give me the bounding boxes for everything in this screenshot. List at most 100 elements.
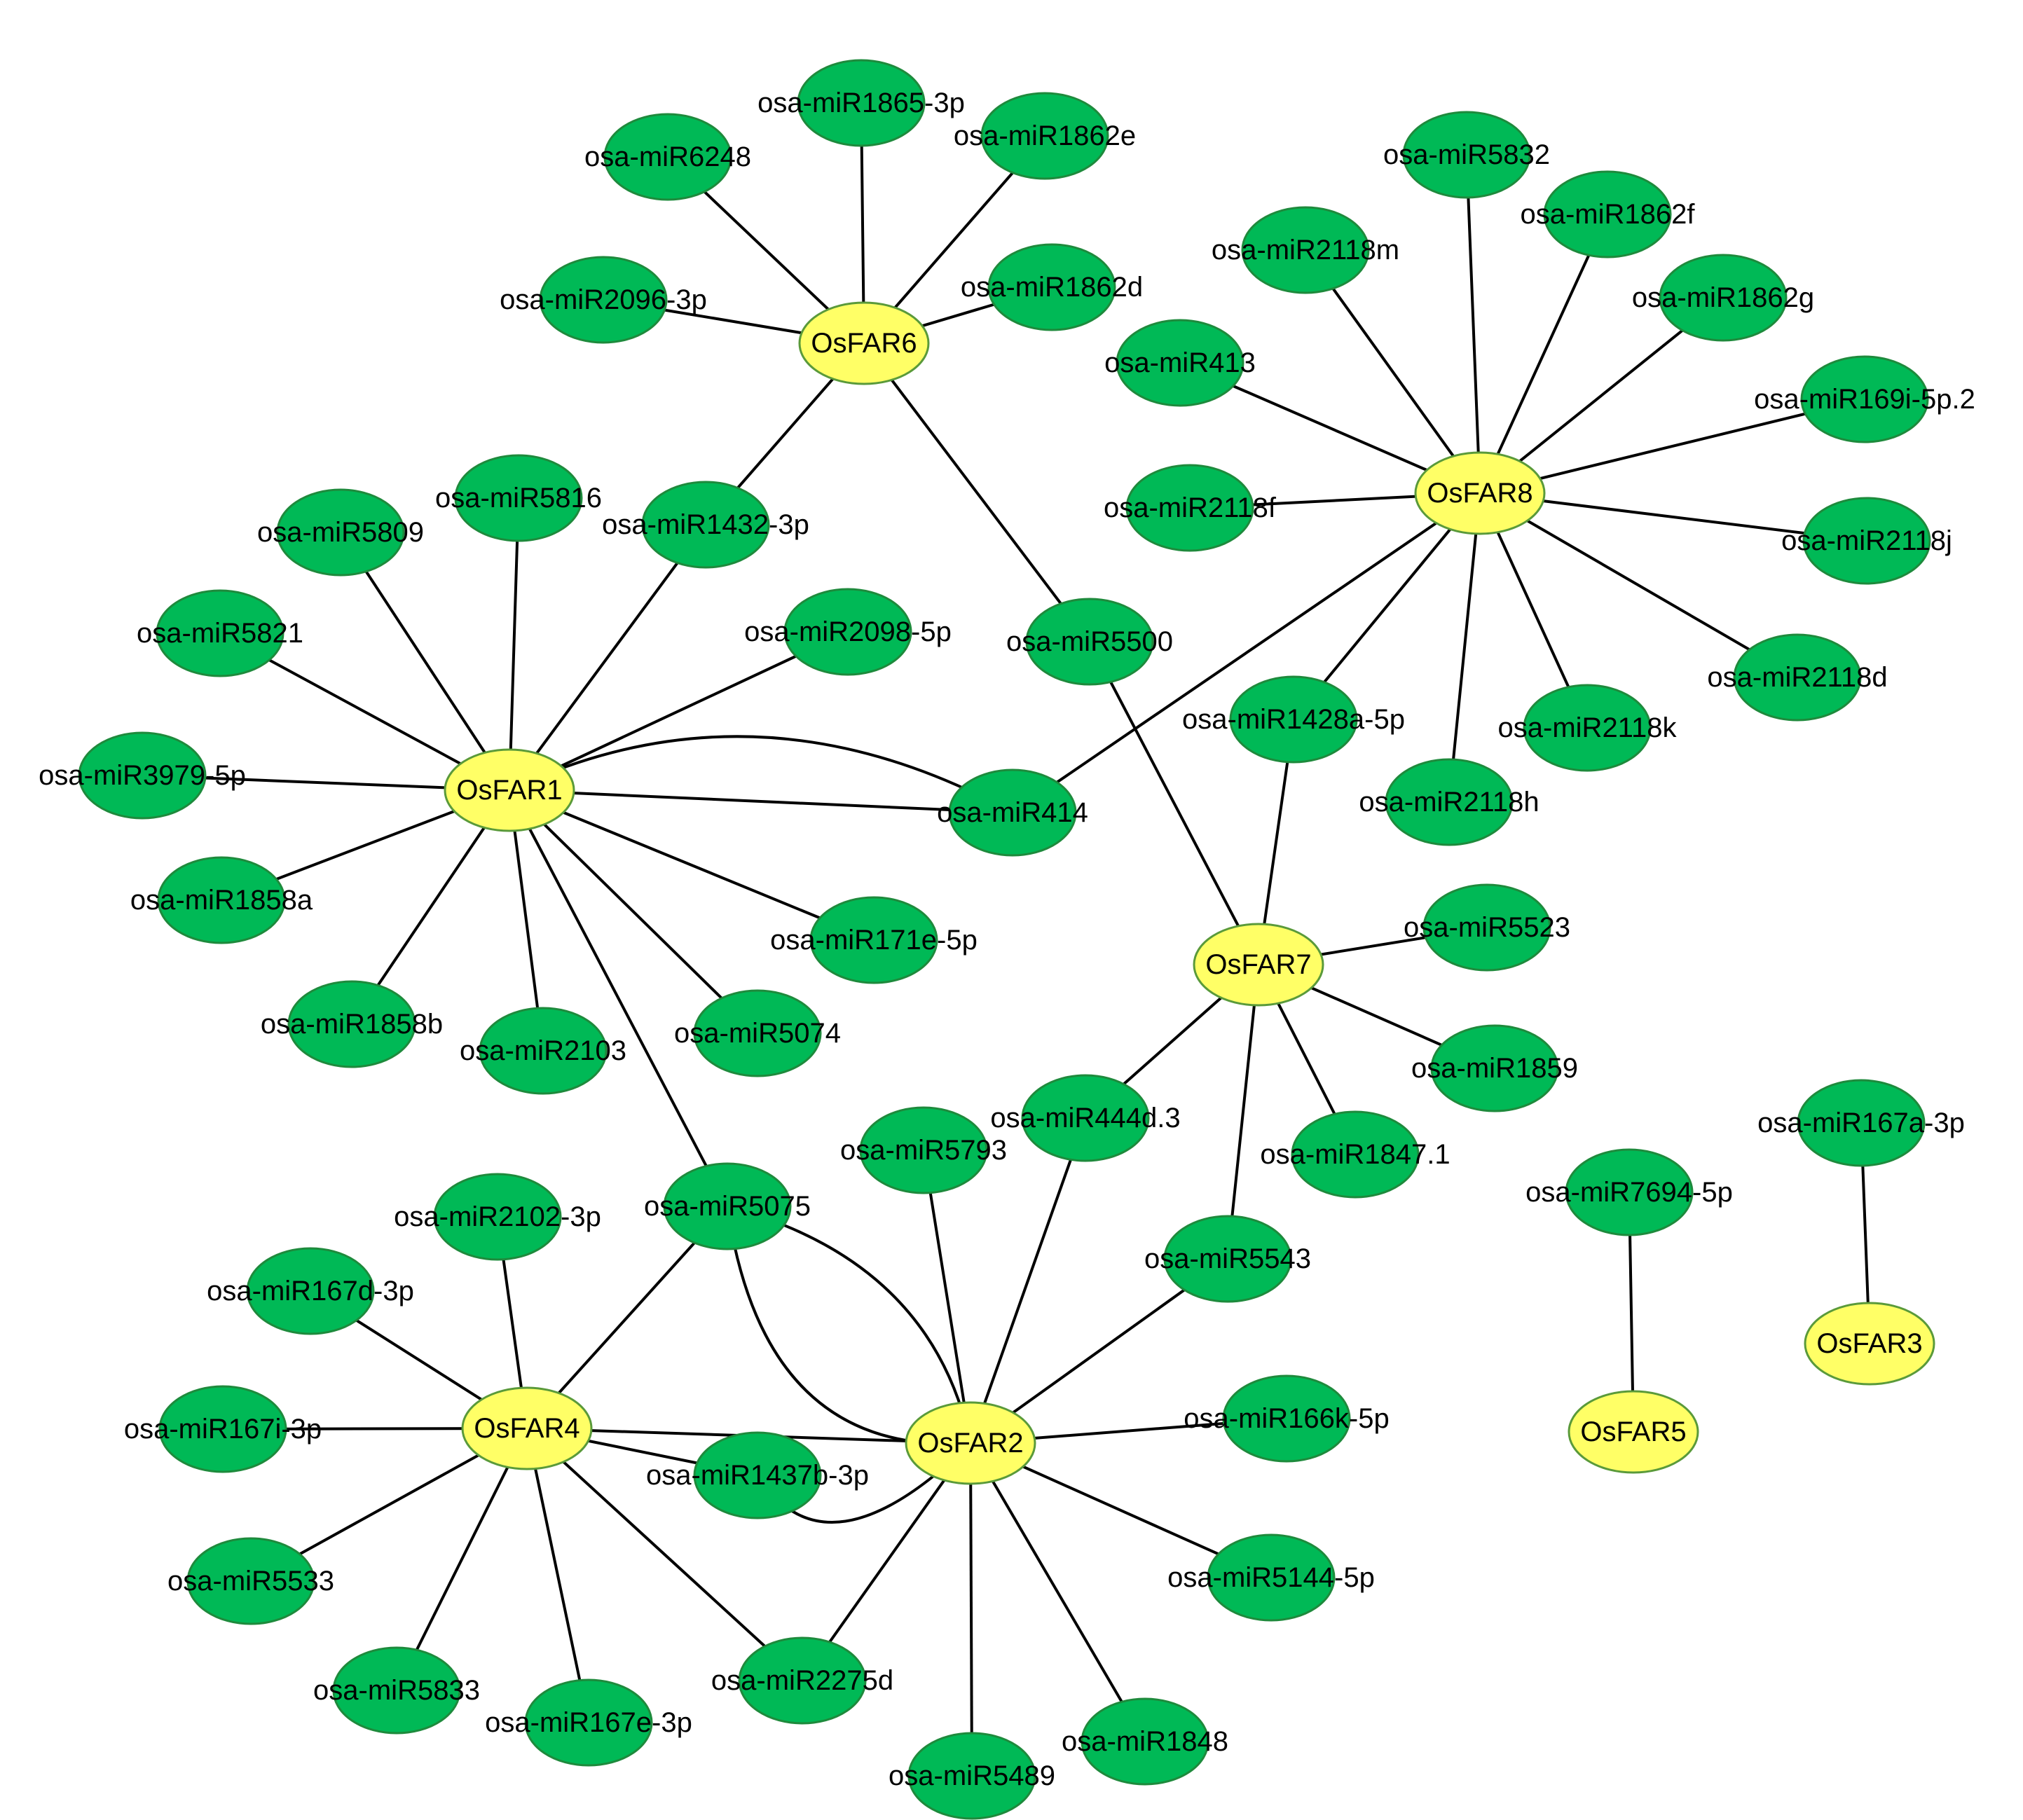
mirna-node-m2103[interactable]: osa-miR2103	[460, 1007, 626, 1095]
mirna-node-m3979_5p[interactable]: osa-miR3979-5p	[39, 731, 246, 820]
mirna-node-m2118k[interactable]: osa-miR2118k	[1498, 684, 1678, 772]
mirna-node-m414[interactable]: osa-miR414	[937, 768, 1088, 857]
node-label: osa-miR171e-5p	[770, 925, 978, 956]
node-label: osa-miR5075	[644, 1191, 811, 1222]
edge-OsFAR1-m5074	[508, 789, 759, 1035]
mirna-node-m5533[interactable]: osa-miR5533	[167, 1537, 334, 1625]
mirna-node-m1862e[interactable]: osa-miR1862e	[954, 92, 1136, 180]
mirna-node-m5832[interactable]: osa-miR5832	[1383, 111, 1550, 199]
mirna-node-m2118m[interactable]: osa-miR2118m	[1212, 206, 1399, 294]
node-label: osa-miR5074	[674, 1018, 841, 1049]
mirna-node-m1432_3p[interactable]: osa-miR1432-3p	[602, 481, 809, 569]
gene-node-OsFAR1[interactable]: OsFAR1	[444, 748, 575, 832]
gene-node-OsFAR7[interactable]: OsFAR7	[1193, 923, 1324, 1007]
mirna-node-m1865_3p[interactable]: osa-miR1865-3p	[757, 59, 965, 147]
node-ellipse	[539, 256, 668, 344]
mirna-node-m5816[interactable]: osa-miR5816	[435, 454, 602, 542]
node-label: osa-miR2118k	[1498, 712, 1678, 743]
mirna-node-m169i[interactable]: osa-miR169i-5p.2	[1754, 355, 1975, 443]
mirna-node-m5489[interactable]: osa-miR5489	[889, 1732, 1055, 1820]
mirna-node-m2096_3p[interactable]: osa-miR2096-3p	[500, 256, 707, 344]
mirna-node-m444d[interactable]: osa-miR444d.3	[990, 1074, 1181, 1162]
mirna-node-m167d[interactable]: osa-miR167d-3p	[207, 1247, 414, 1335]
mirna-node-m2102[interactable]: osa-miR2102-3p	[394, 1173, 601, 1261]
mirna-node-m1847[interactable]: osa-miR1847.1	[1260, 1110, 1451, 1199]
edge-OsFAR1-m414	[509, 789, 1013, 814]
edge-OsFAR8-m1862f	[1479, 214, 1609, 494]
node-ellipse	[1543, 170, 1672, 258]
node-ellipse	[1797, 1079, 1926, 1167]
mirna-node-m2118f[interactable]: osa-miR2118f	[1104, 464, 1277, 552]
node-ellipse	[1422, 883, 1551, 972]
gene-node-OsFAR6[interactable]: OsFAR6	[798, 301, 930, 385]
mirna-node-m5833[interactable]: osa-miR5833	[313, 1646, 480, 1735]
mirna-node-m1858a[interactable]: osa-miR1858a	[130, 856, 313, 944]
node-label: osa-miR2275d	[711, 1665, 893, 1696]
node-label: osa-miR2118m	[1212, 235, 1399, 266]
mirna-node-m167e[interactable]: osa-miR167e-3p	[485, 1678, 692, 1767]
mirna-node-m167a[interactable]: osa-miR167a-3p	[1757, 1079, 1965, 1167]
edge-OsFAR7-m5543	[1226, 964, 1260, 1260]
mirna-node-m2098_5p[interactable]: osa-miR2098-5p	[744, 588, 952, 676]
edge-OsFAR8-m2118d	[1479, 492, 1799, 679]
node-ellipse	[157, 856, 286, 944]
node-label: osa-miR6248	[584, 142, 751, 172]
mirna-node-m5523[interactable]: osa-miR5523	[1404, 883, 1570, 972]
mirna-node-m1848[interactable]: osa-miR1848	[1062, 1697, 1228, 1786]
mirna-node-m413[interactable]: osa-miR413	[1104, 319, 1256, 407]
gene-node-OsFAR8[interactable]: OsFAR8	[1414, 451, 1546, 535]
edge-OsFAR8-m5832	[1465, 154, 1481, 494]
mirna-node-m1859[interactable]: osa-miR1859	[1411, 1024, 1578, 1112]
gene-node-OsFAR4[interactable]: OsFAR4	[461, 1386, 593, 1470]
mirna-node-m166k[interactable]: osa-miR166k-5p	[1184, 1374, 1390, 1463]
node-label: osa-miR1848	[1062, 1726, 1228, 1757]
mirna-node-m5144[interactable]: osa-miR5144-5p	[1167, 1533, 1375, 1622]
node-ellipse	[1659, 254, 1788, 342]
mirna-node-m6248[interactable]: osa-miR6248	[584, 113, 751, 201]
gene-node-OsFAR3[interactable]: OsFAR3	[1804, 1302, 1935, 1386]
node-label: osa-miR167d-3p	[207, 1276, 414, 1307]
node-ellipse	[1800, 355, 1929, 443]
node-label: osa-miR1847.1	[1260, 1139, 1450, 1170]
node-label: osa-miR5500	[1006, 626, 1173, 657]
mirna-node-m2275d[interactable]: osa-miR2275d	[711, 1636, 893, 1725]
mirna-node-m1858b[interactable]: osa-miR1858b	[261, 980, 443, 1068]
mirna-node-m5075[interactable]: osa-miR5075	[644, 1162, 811, 1250]
mirna-node-m167i[interactable]: osa-miR167i-3p	[124, 1385, 322, 1473]
gene-node-OsFAR5[interactable]: OsFAR5	[1568, 1390, 1699, 1474]
node-label: osa-miR167i-3p	[124, 1414, 322, 1445]
node-label: osa-miR2118j	[1781, 525, 1952, 556]
mirna-node-m5543[interactable]: osa-miR5543	[1144, 1215, 1311, 1303]
gene-node-OsFAR2[interactable]: OsFAR2	[905, 1401, 1036, 1485]
node-label: osa-miR1862d	[961, 272, 1143, 303]
edge-OsFAR4-m167e	[526, 1428, 590, 1723]
node-label: osa-miR1428a-5p	[1182, 704, 1405, 735]
mirna-node-m1428a[interactable]: osa-miR1428a-5p	[1182, 675, 1405, 764]
mirna-node-m1437b[interactable]: osa-miR1437b-3p	[646, 1431, 869, 1519]
node-ellipse	[1241, 206, 1370, 294]
edge-OsFAR2-m444d	[969, 1117, 1087, 1444]
node-label: OsFAR2	[917, 1428, 1023, 1459]
mirna-node-m5500[interactable]: osa-miR5500	[1006, 598, 1173, 686]
mirna-node-m1862d[interactable]: osa-miR1862d	[961, 243, 1143, 331]
mirna-node-m1862f[interactable]: osa-miR1862f	[1520, 170, 1695, 258]
mirna-node-m171e[interactable]: osa-miR171e-5p	[770, 896, 978, 984]
node-ellipse	[1081, 1697, 1209, 1786]
mirna-node-m5809[interactable]: osa-miR5809	[257, 488, 424, 577]
mirna-node-m7694[interactable]: osa-miR7694-5p	[1525, 1148, 1733, 1236]
node-ellipse	[980, 92, 1109, 180]
mirna-node-m5793[interactable]: osa-miR5793	[840, 1106, 1007, 1194]
node-ellipse	[907, 1732, 1036, 1820]
node-ellipse	[1229, 675, 1358, 764]
edge-OsFAR2-m5793	[922, 1150, 972, 1444]
mirna-node-m1862g[interactable]: osa-miR1862g	[1632, 254, 1814, 342]
mirna-node-m2118h[interactable]: osa-miR2118h	[1359, 758, 1539, 846]
node-label: osa-miR169i-5p.2	[1754, 384, 1975, 415]
mirna-node-m2118d[interactable]: osa-miR2118d	[1707, 633, 1888, 722]
mirna-node-m5074[interactable]: osa-miR5074	[674, 989, 841, 1077]
mirna-node-m5821[interactable]: osa-miR5821	[137, 589, 303, 677]
node-label: osa-miR1858b	[261, 1009, 443, 1040]
node-ellipse	[693, 989, 822, 1077]
mirna-node-m2118j[interactable]: osa-miR2118j	[1781, 497, 1952, 585]
